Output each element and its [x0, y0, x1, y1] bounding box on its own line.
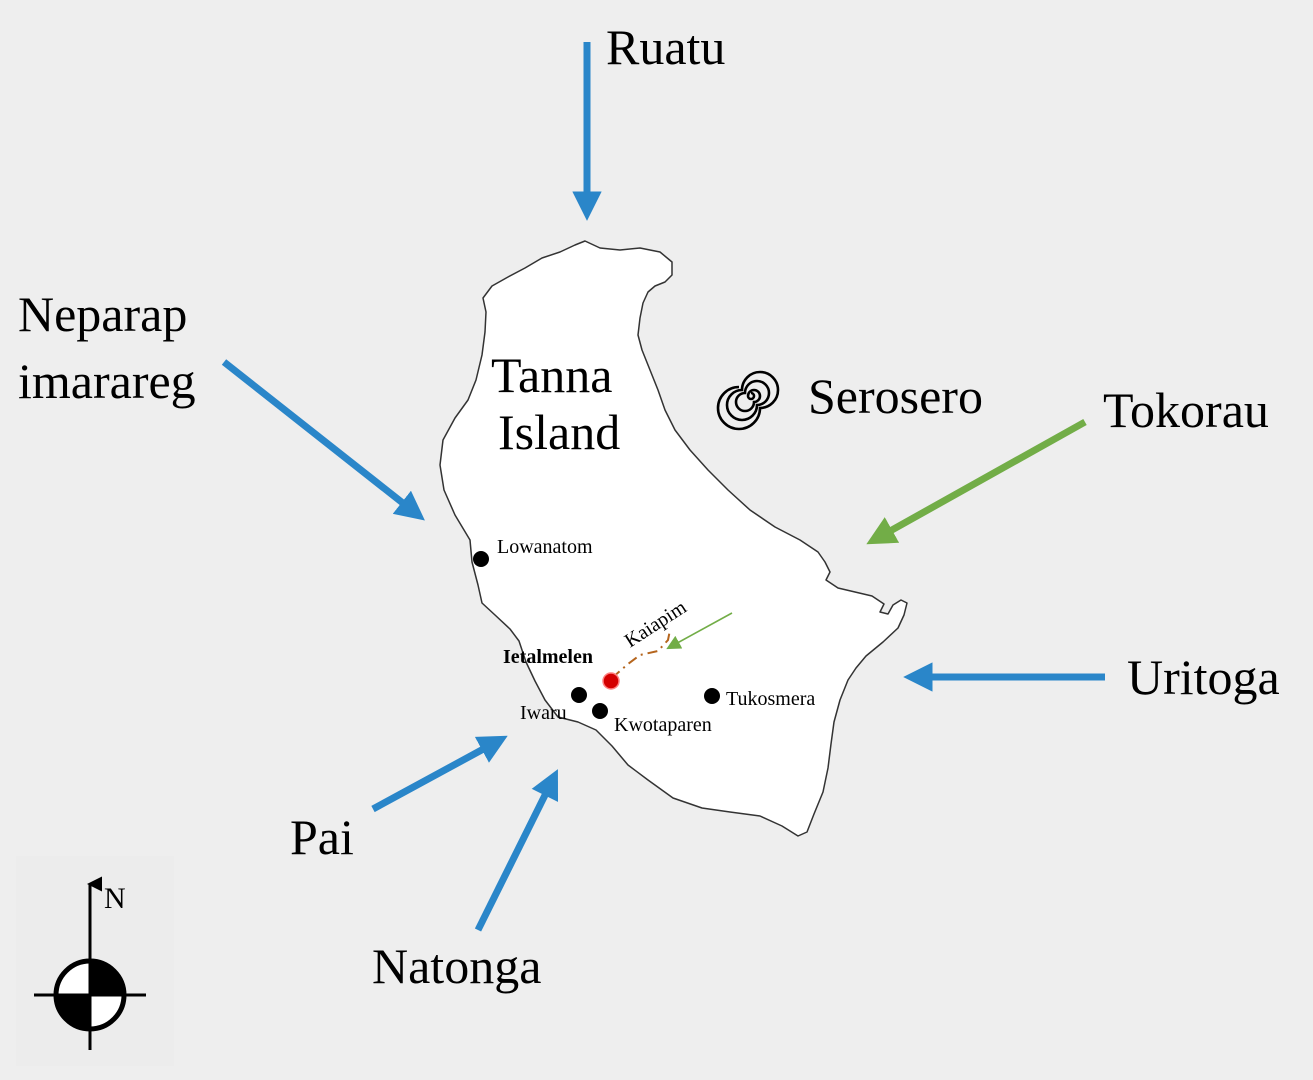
lowanatom-marker	[473, 551, 489, 567]
spiral-icon	[716, 370, 780, 431]
pai-label: Pai	[290, 809, 354, 865]
serosero-label: Serosero	[808, 368, 983, 424]
natonga-arrow	[474, 769, 559, 932]
neparap-label-line2: imarareg	[18, 353, 196, 409]
iwaru-label: Iwaru	[520, 702, 567, 724]
tokorau-arrow	[866, 418, 1087, 545]
tukosmera-label: Tukosmera	[726, 688, 815, 710]
lowanatom-label: Lowanatom	[497, 536, 593, 558]
iwaru-marker	[571, 687, 587, 703]
ietalmelen-label: Ietalmelen	[503, 646, 593, 668]
ietalmelen-marker	[602, 672, 620, 690]
kaiapim-wind-arrow	[666, 612, 733, 650]
tokorau-label: Tokorau	[1103, 382, 1269, 438]
north-label: N	[104, 882, 126, 915]
ruatu-label: Ruatu	[606, 19, 725, 75]
natonga-label: Natonga	[372, 938, 541, 994]
island-name-line2: Island	[498, 404, 620, 460]
island-name-line1: Tanna	[491, 347, 612, 403]
kwotaparen-marker	[592, 703, 608, 719]
neparap-label-line1: Neparap	[18, 286, 187, 342]
tukosmera-marker	[704, 688, 720, 704]
kwotaparen-label: Kwotaparen	[614, 714, 712, 736]
pai-arrow	[371, 735, 508, 813]
tanna-island-shape	[439, 240, 908, 837]
neparap-arrow	[221, 359, 425, 521]
north-arrow-compass	[16, 856, 174, 1066]
uritoga-label: Uritoga	[1127, 649, 1280, 705]
